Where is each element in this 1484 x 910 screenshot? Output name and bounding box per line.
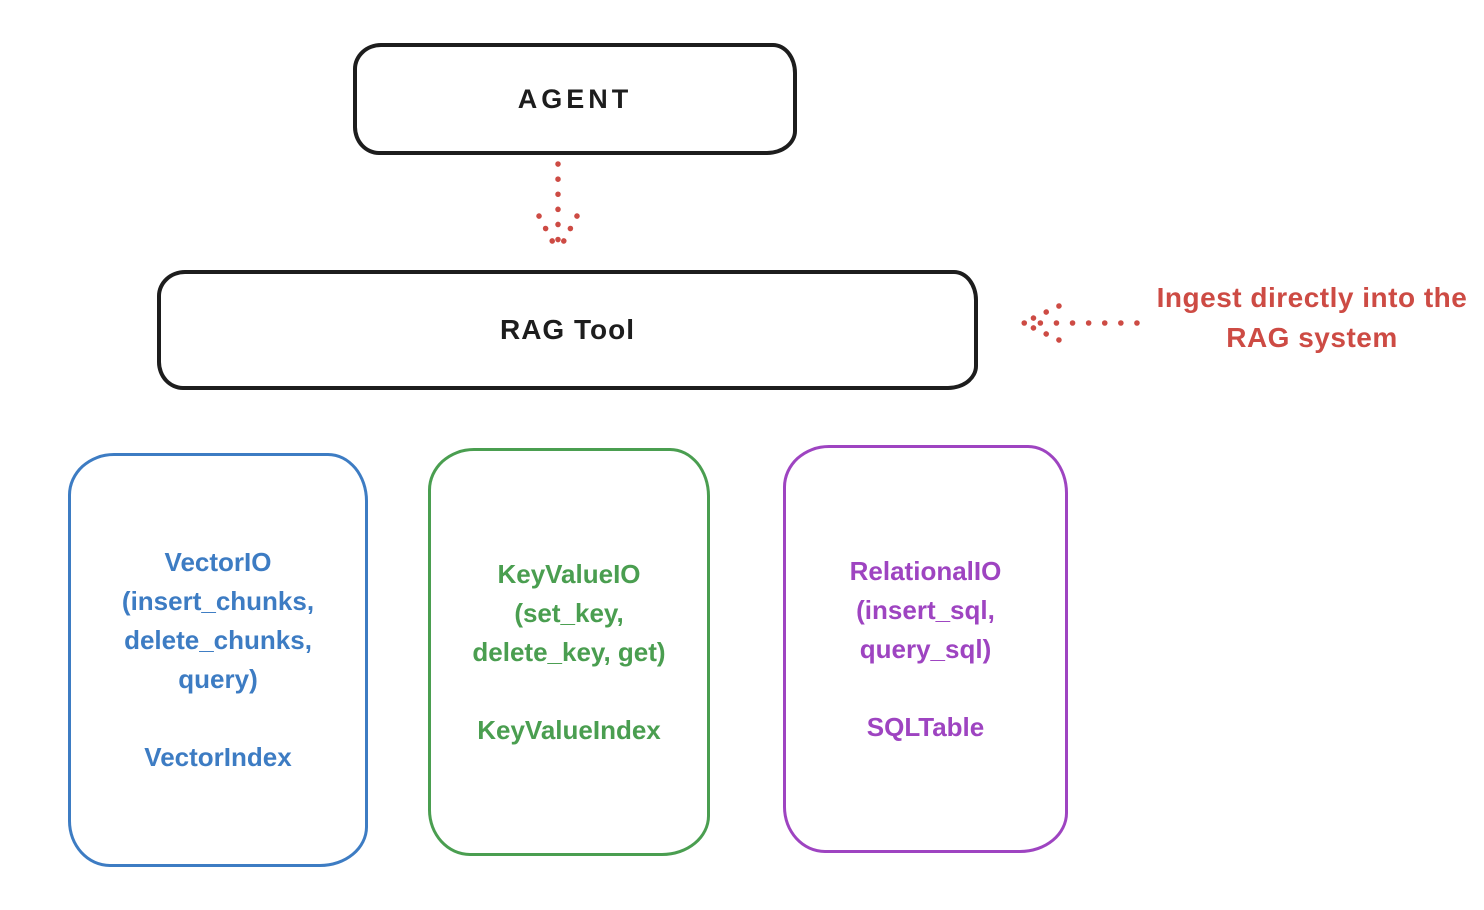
dotted-left-arrow-icon [1020, 303, 1140, 343]
rag-tool-box-label: RAG Tool [499, 314, 635, 345]
relational-io-methods-line1: (insert_sql, [856, 594, 995, 625]
dotted-down-arrow-icon [536, 161, 580, 255]
ingest-annotation-line2: the RAG system [1226, 282, 1468, 353]
vector-io-methods-line2: delete_chunks, [124, 625, 312, 655]
vector-index-label: VectorIndex [144, 742, 292, 772]
keyvalue-io-methods-line2: delete_key, get) [472, 636, 666, 667]
ingest-annotation-line1: Ingest directly into [1156, 282, 1416, 313]
keyvalue-index-label: KeyValueIndex [477, 714, 661, 745]
relational-io-box: RelationalIO (insert_sql, query_sql) SQL… [783, 445, 1068, 853]
relational-io-methods-line2: query_sql) [859, 633, 992, 664]
vector-io-box: VectorIO (insert_chunks, delete_chunks, … [68, 453, 368, 867]
keyvalue-io-methods-line1: (set_key, [514, 597, 624, 628]
agent-box: AGENT [353, 43, 797, 155]
vector-io-methods-line3: query) [178, 664, 258, 694]
sql-table-label: SQLTable [866, 711, 985, 742]
relational-io-title: RelationalIO [849, 555, 1002, 586]
vector-io-methods-line1: (insert_chunks, [121, 586, 315, 616]
keyvalue-io-title: KeyValueIO [497, 558, 641, 589]
ingest-annotation: Ingest directly into the RAG system [1140, 278, 1484, 358]
vector-io-title: VectorIO [164, 547, 272, 577]
agent-box-label: AGENT [517, 83, 633, 114]
keyvalue-io-box: KeyValueIO (set_key, delete_key, get) Ke… [428, 448, 710, 856]
rag-tool-box: RAG Tool [157, 270, 978, 390]
